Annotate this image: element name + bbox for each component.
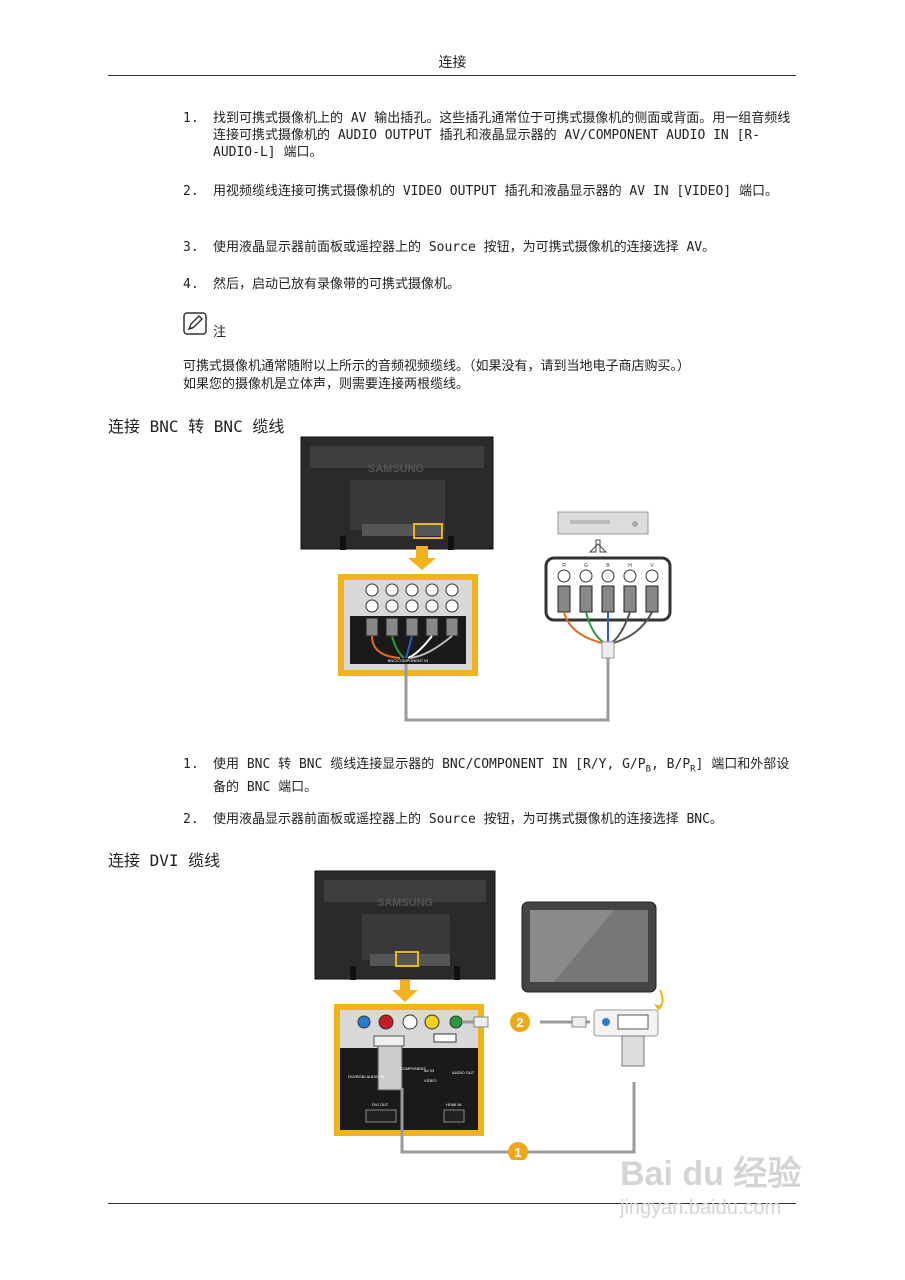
- step-number: 2.: [183, 184, 199, 199]
- note-label: 注: [213, 325, 227, 340]
- port-label-v: V: [650, 563, 654, 569]
- external-bnc-ports: R G B H V: [544, 556, 672, 659]
- note-line-2: 如果您的摄像机是立体声，则需要连接两根缆线。: [183, 377, 470, 392]
- sub-b: B: [645, 764, 652, 775]
- bnc-step-1: 1. 使用 BNC 转 BNC 缆线连接显示器的 BNC/COMPONENT I…: [183, 756, 798, 796]
- monitor-back: SAMSUNG: [300, 436, 494, 550]
- label-component: COMPONENT: [400, 1066, 427, 1071]
- step-number: 1.: [183, 111, 199, 126]
- brand-logo: SAMSUNG: [368, 463, 424, 475]
- down-arrow-icon: [392, 980, 418, 1002]
- step-number: 1.: [183, 757, 199, 772]
- monitor-back: SAMSUNG: [314, 870, 496, 980]
- header-rule: [108, 75, 796, 76]
- step-text-b: , B/P: [651, 757, 691, 772]
- dvi-connection-diagram: SAMSUNG DVI/RGB/ AUDIO IN COMPONENT AV I…: [314, 870, 664, 1160]
- badge-1-text: 1: [514, 1145, 521, 1160]
- step-text: 使用 BNC 转 BNC 缆线连接显示器的 BNC/COMPONENT IN […: [213, 756, 798, 796]
- bnc-section-title: 连接 BNC 转 BNC 缆线: [108, 417, 285, 436]
- av-step-1: 1. 找到可携式摄像机上的 AV 输出插孔。这些插孔通常位于可携式摄像机的侧面或…: [183, 110, 798, 161]
- av-step-4: 4. 然后，启动已放有录像带的可携式摄像机。: [183, 276, 798, 293]
- external-dvi-port: [593, 1009, 659, 1067]
- bnc-panel-closeup: BNC/COMPONENT IN: [338, 574, 478, 676]
- external-monitor-icon: [521, 901, 664, 1011]
- watermark-url: jingyan.baidu.com: [620, 1197, 782, 1219]
- dvi-panel-closeup: DVI/RGB/ AUDIO IN COMPONENT AV IN VIDEO …: [334, 1004, 484, 1136]
- step-number: 2.: [183, 812, 199, 827]
- step-text: 使用液晶显示器前面板或遥控器上的 Source 按钮，为可携式摄像机的连接选择 …: [213, 812, 723, 827]
- note-icon: [183, 312, 207, 335]
- label-hdmi-in: HDMI IN: [446, 1102, 461, 1107]
- up-arrow-icon: [588, 539, 608, 553]
- step-text: 找到可携式摄像机上的 AV 输出插孔。这些插孔通常位于可携式摄像机的侧面或背面。…: [213, 111, 791, 160]
- bnc-connection-diagram: SAMSUNG BNC/COMPONENT IN: [300, 436, 672, 722]
- baidu-watermark: Bai du 经验 jingyan.baidu.com: [620, 1146, 865, 1250]
- down-arrow-icon: [408, 546, 436, 570]
- step-number: 3.: [183, 240, 199, 255]
- av-step-2: 2. 用视频缆线连接可携式摄像机的 VIDEO OUTPUT 插孔和液晶显示器的…: [183, 183, 798, 200]
- av-step-3: 3. 使用液晶显示器前面板或遥控器上的 Source 按钮，为可携式摄像机的连接…: [183, 239, 798, 256]
- brand-logo: SAMSUNG: [377, 897, 433, 909]
- badge-2-icon: 2: [510, 1012, 530, 1032]
- label-dvi-rgb: DVI/RGB/ AUDIO IN: [348, 1074, 384, 1079]
- badge-1-icon: 1: [508, 1142, 528, 1160]
- port-label-r: R: [562, 563, 566, 569]
- step-text-a: 使用 BNC 转 BNC 缆线连接显示器的 BNC/COMPONENT IN […: [213, 757, 646, 772]
- step-text: 然后，启动已放有录像带的可携式摄像机。: [213, 277, 461, 292]
- watermark-brand: Bai du 经验: [620, 1155, 802, 1193]
- badge-2-text: 2: [516, 1015, 523, 1030]
- note-line-1: 可携式摄像机通常随附以上所示的音频视频缆线。（如果没有，请到当地电子商店购买。）: [183, 359, 691, 374]
- cable-line: [404, 658, 610, 722]
- footer-rule: [108, 1203, 796, 1204]
- port-label-b: B: [606, 563, 610, 569]
- port-label-g: G: [584, 563, 588, 569]
- port-label-h: H: [628, 563, 632, 569]
- sub-r: R: [690, 764, 696, 775]
- label-audio-out: AUDIO OUT: [452, 1070, 475, 1075]
- label-video: VIDEO: [424, 1078, 436, 1083]
- label-dvi-out: DVI OUT: [372, 1102, 389, 1107]
- dvi-section-title: 连接 DVI 缆线: [108, 851, 221, 870]
- step-text-c: ] 端口和外部设备的 BNC 端口。: [213, 757, 790, 795]
- step-text: 用视频缆线连接可携式摄像机的 VIDEO OUTPUT 插孔和液晶显示器的 AV…: [213, 184, 778, 199]
- bnc-step-2: 2. 使用液晶显示器前面板或遥控器上的 Source 按钮，为可携式摄像机的连接…: [183, 811, 798, 828]
- panel-label: BNC/COMPONENT IN: [388, 658, 429, 663]
- step-text: 使用液晶显示器前面板或遥控器上的 Source 按钮，为可携式摄像机的连接选择 …: [213, 240, 716, 255]
- dvd-player-icon: [556, 511, 650, 535]
- page-title: 连接: [438, 55, 467, 71]
- label-av-in: AV IN: [424, 1068, 434, 1073]
- step-number: 4.: [183, 277, 199, 292]
